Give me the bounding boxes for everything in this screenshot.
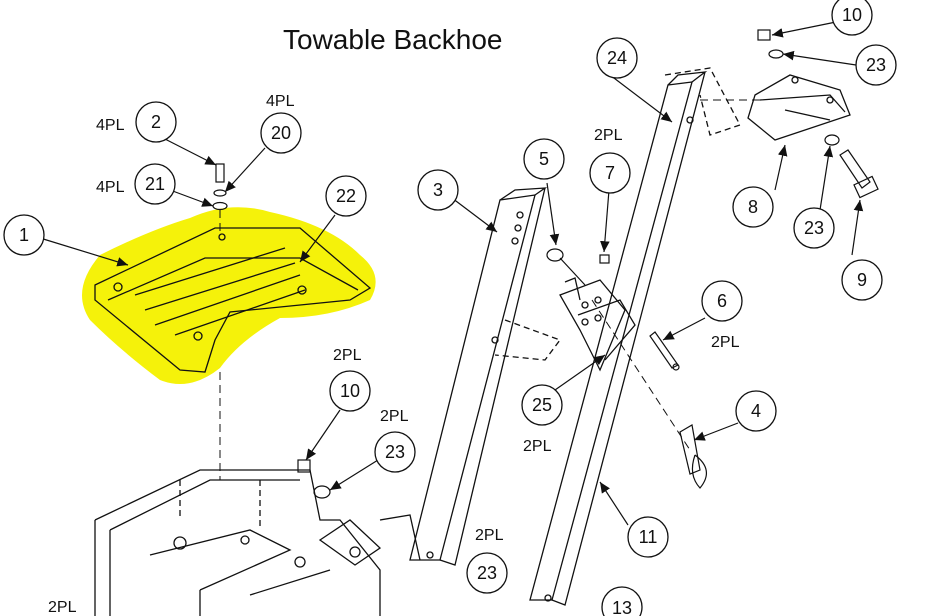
bolt-stack (212, 163, 228, 211)
highlight-marker (82, 207, 376, 384)
top-hardware (757, 29, 840, 146)
callout-24: 24 (607, 48, 627, 68)
callout-23-bottom: 23 (477, 563, 497, 583)
bracket-part-25 (559, 277, 636, 372)
callout-3: 3 (433, 180, 443, 200)
leader-lines (39, 21, 864, 526)
callout-23-left: 23 (385, 442, 405, 462)
callout-23-top: 23 (866, 55, 886, 75)
callout-20: 20 (271, 123, 291, 143)
qty-note-23: 2PL (380, 408, 409, 425)
callout-13: 13 (612, 598, 632, 616)
pin-part-4 (679, 424, 707, 489)
callout-5: 5 (539, 149, 549, 169)
callout-25: 25 (532, 395, 552, 415)
callout-10-top: 10 (842, 5, 862, 25)
qty-note-bottom-left: 2PL (48, 599, 77, 616)
centerlines (219, 99, 760, 480)
callout-6: 6 (717, 291, 727, 311)
callout-1: 1 (19, 225, 29, 245)
nut-part-7 (599, 254, 610, 264)
qty-note-6: 2PL (711, 334, 740, 351)
qty-note-2: 4PL (96, 117, 125, 134)
platform-part (94, 227, 372, 373)
tube-part-3 (409, 187, 562, 566)
quantity-notes: 4PL 4PL 4PL 2PL 2PL 2PL 2PL 2PL 2PL 2PL (48, 93, 740, 616)
callout-10-left: 10 (340, 381, 360, 401)
diagram-title: Towable Backhoe (283, 24, 503, 55)
callout-22: 22 (336, 186, 356, 206)
callout-7: 7 (605, 163, 615, 183)
pin-part-6 (649, 331, 680, 371)
frame-assembly (94, 469, 421, 616)
tube-part-11 (529, 67, 741, 606)
callout-11: 11 (639, 527, 658, 547)
qty-note-10: 2PL (333, 347, 362, 364)
pin-part-5 (546, 248, 586, 286)
callout-8: 8 (748, 197, 758, 217)
qty-note-25: 2PL (523, 438, 552, 455)
callout-23-right: 23 (804, 218, 824, 238)
qty-note-7: 2PL (594, 127, 623, 144)
side-hardware (297, 459, 331, 499)
callout-2: 2 (151, 112, 161, 132)
callout-labels: 1 2 20 21 22 3 24 5 7 10 23 8 23 9 6 25 … (19, 5, 886, 616)
callout-4: 4 (751, 401, 761, 421)
callout-bubbles (3, 0, 897, 616)
qty-note-21: 4PL (96, 179, 125, 196)
callout-9: 9 (857, 270, 867, 290)
qty-note-20: 4PL (266, 93, 295, 110)
qty-note-23-bottom: 2PL (475, 527, 504, 544)
callout-21: 21 (145, 174, 165, 194)
bolt-part-9 (839, 149, 879, 199)
plate-part-8 (747, 74, 851, 141)
